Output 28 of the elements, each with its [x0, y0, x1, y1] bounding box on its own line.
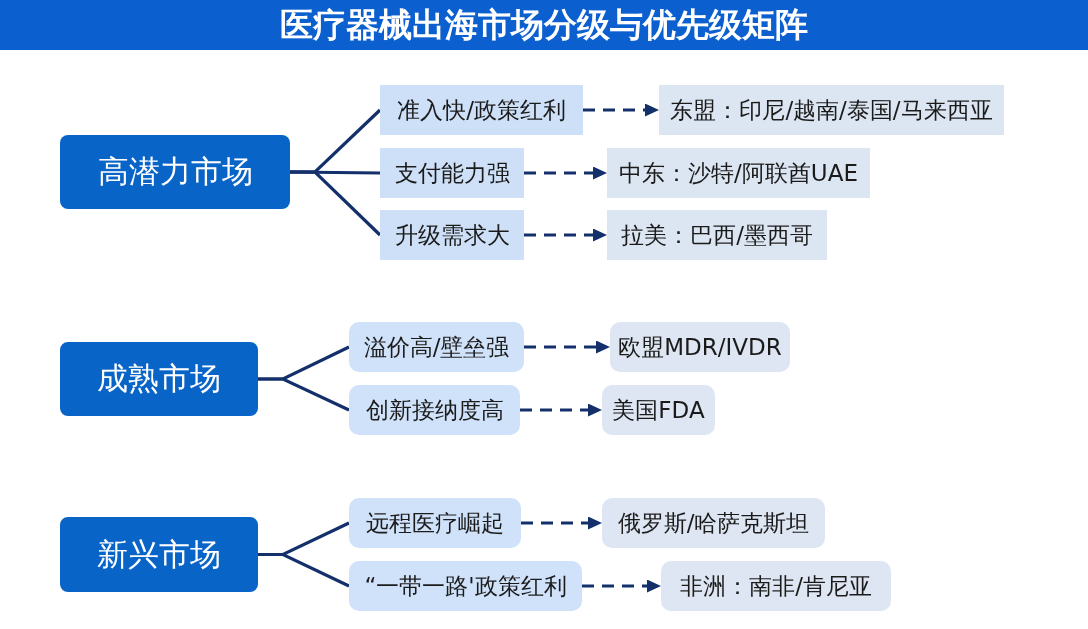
feature-box: 升级需求大: [380, 210, 524, 260]
region-box: 欧盟MDR/IVDR: [610, 322, 790, 372]
region-box: 拉美：巴西/墨西哥: [607, 210, 827, 260]
title-banner: 医疗器械出海市场分级与优先级矩阵: [0, 0, 1088, 50]
arrow: [524, 228, 607, 242]
feature-box: “一带一路'政策红利: [349, 561, 582, 611]
arrow: [583, 103, 659, 117]
market-box: 成熟市场: [60, 342, 258, 416]
region-box: 非洲：南非/肯尼亚: [661, 561, 891, 611]
feature-box: 支付能力强: [380, 148, 524, 198]
feature-box: 创新接纳度高: [349, 385, 520, 435]
arrow: [524, 166, 607, 180]
region-box: 俄罗斯/哈萨克斯坦: [602, 498, 825, 548]
region-box: 美国FDA: [602, 385, 715, 435]
arrow: [524, 340, 610, 354]
region-box: 东盟：印尼/越南/泰国/马来西亚: [659, 85, 1004, 135]
feature-box: 溢价高/壁垒强: [349, 322, 524, 372]
region-box: 中东：沙特/阿联酋UAE: [607, 148, 870, 198]
arrow: [582, 579, 661, 593]
market-box: 高潜力市场: [60, 135, 290, 209]
feature-box: 远程医疗崛起: [349, 498, 521, 548]
branch-line: [258, 377, 350, 412]
market-box: 新兴市场: [60, 517, 258, 592]
arrow: [521, 516, 602, 530]
feature-box: 准入快/政策红利: [380, 85, 583, 135]
arrow: [520, 403, 602, 417]
branch-line: [258, 552, 350, 588]
branch-line: [290, 170, 382, 237]
